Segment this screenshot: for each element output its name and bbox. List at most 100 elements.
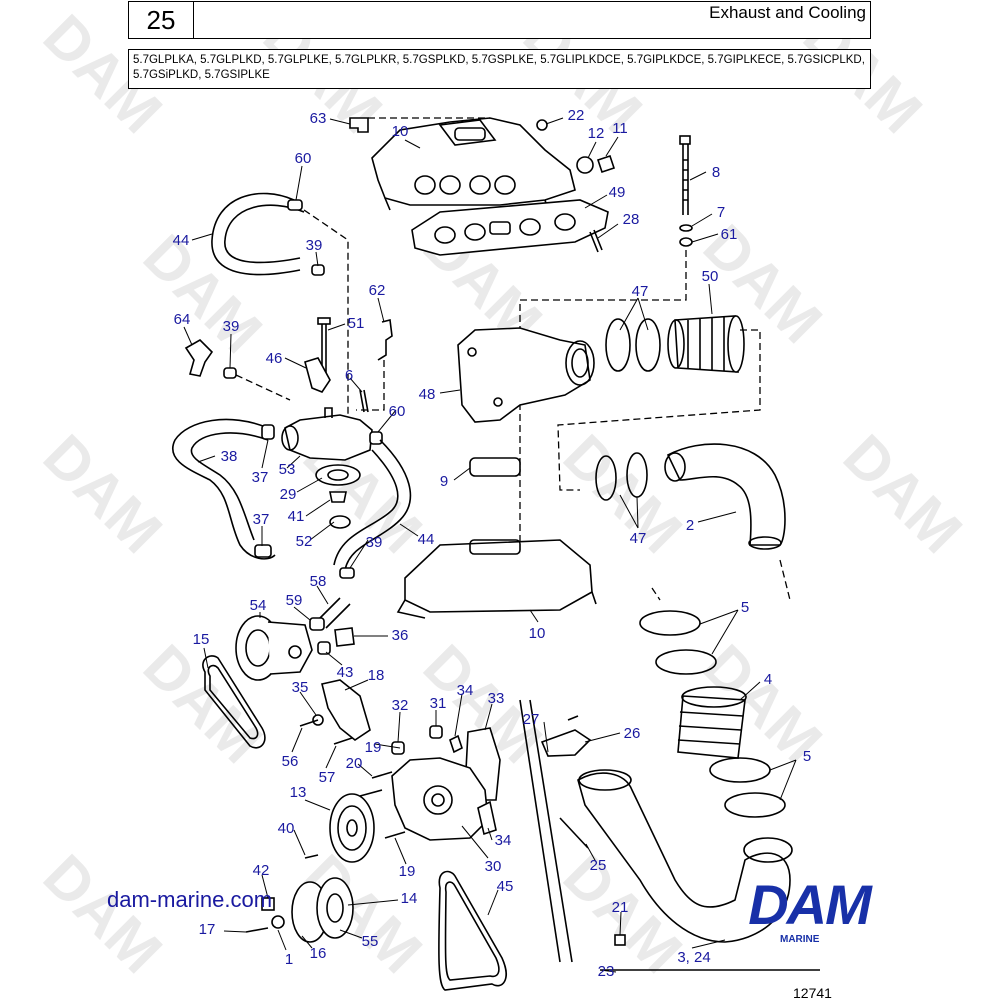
callout-2: 2 [686, 517, 694, 534]
figure-number: 12741 [793, 985, 832, 1001]
watermark-text: DAM [831, 422, 975, 566]
exhaust-manifold-lower [396, 539, 597, 619]
callout-49: 49 [609, 184, 626, 201]
callout-64: 64 [174, 311, 191, 328]
callout-38: 38 [221, 448, 238, 465]
washer-7 [679, 224, 693, 232]
o-ring-52 [329, 515, 351, 529]
callout-22: 22 [568, 107, 585, 124]
callout-51: 51 [348, 315, 365, 332]
watermark-text: DAM [31, 422, 175, 566]
thermostat-housing-53 [281, 407, 373, 461]
fitting-62 [377, 319, 393, 361]
callout-29: 29 [280, 486, 297, 503]
clamp-5-a [639, 610, 701, 636]
callout-48: 48 [419, 386, 436, 403]
dam-logo: DAM [748, 873, 872, 936]
callout-39: 39 [366, 534, 383, 551]
callout-20: 20 [346, 755, 363, 772]
hose-38 [172, 418, 276, 560]
callout-60: 60 [295, 150, 312, 167]
page-number: 25 [129, 2, 194, 38]
clamp-47-a [605, 318, 631, 372]
hose-44-upper [211, 192, 301, 276]
callout-53: 53 [279, 461, 296, 478]
leader-lines [183, 117, 797, 973]
callout-37: 37 [252, 469, 269, 486]
bracket-18 [321, 679, 371, 741]
callout-5: 5 [803, 748, 811, 765]
callout-25: 25 [590, 857, 607, 874]
callout-19: 19 [399, 863, 416, 880]
washer-16 [271, 915, 285, 929]
bolt-19-b [384, 831, 406, 839]
callout-31: 31 [430, 695, 447, 712]
callout-43: 43 [337, 664, 354, 681]
callout-9: 9 [440, 473, 448, 490]
callout-3-24: 3, 24 [677, 949, 710, 966]
site-url-link[interactable]: dam-marine.com [107, 887, 273, 912]
callout-16: 16 [310, 945, 327, 962]
clamp-39-lower [339, 567, 355, 579]
callout-10: 10 [392, 123, 409, 140]
callout-44: 44 [418, 531, 435, 548]
callout-58: 58 [310, 573, 327, 590]
model-list: 5.7GLPLKA, 5.7GLPLKD, 5.7GLPLKE, 5.7GLPL… [128, 49, 871, 89]
callout-14: 14 [401, 890, 418, 907]
callout-45: 45 [497, 878, 514, 895]
callout-12: 12 [588, 125, 605, 142]
gasket-49 [411, 199, 609, 256]
clamp-60-upper [287, 199, 303, 211]
callout-19: 19 [365, 739, 382, 756]
bracket-46 [304, 357, 331, 393]
bolt-40 [304, 854, 319, 859]
header-bar: 25 Exhaust and Cooling [128, 1, 871, 39]
clamp-47-b [635, 318, 661, 372]
exhaust-pipe-3-24 [577, 769, 793, 943]
callout-47: 47 [630, 530, 647, 547]
callout-46: 46 [266, 350, 283, 367]
hose-44-lower [344, 439, 412, 571]
exhaust-elbow-48 [457, 327, 595, 423]
callout-28: 28 [623, 211, 640, 228]
callout-15: 15 [193, 631, 210, 648]
screw-27 [567, 715, 579, 721]
fitting-64 [184, 339, 214, 377]
fitting-11 [596, 154, 616, 174]
bolt-56 [299, 719, 319, 727]
bolt-17 [245, 927, 269, 933]
watermark-text: DAM [551, 422, 695, 566]
callout-27: 27 [523, 711, 540, 728]
callout-8: 8 [712, 164, 720, 181]
callout-6: 6 [345, 367, 353, 384]
watermark-text: DAM [31, 842, 175, 986]
callout-61: 61 [721, 226, 738, 243]
pulley-13 [329, 793, 375, 863]
callout-17: 17 [199, 921, 216, 938]
gasket-34-upper [449, 734, 463, 754]
callout-44: 44 [173, 232, 190, 249]
clamp-39-mid [223, 367, 237, 379]
page-title: Exhaust and Cooling [709, 3, 866, 22]
callout-39: 39 [306, 237, 323, 254]
callout-26: 26 [624, 725, 641, 742]
callout-37: 37 [253, 511, 270, 528]
callout-1: 1 [285, 951, 293, 968]
callout-7: 7 [717, 204, 725, 221]
callout-40: 40 [278, 820, 295, 837]
callout-4: 4 [764, 671, 772, 688]
callout-50: 50 [702, 268, 719, 285]
belt-45 [438, 870, 507, 991]
bolt-25 [559, 817, 589, 849]
belt-15 [202, 655, 266, 749]
bolt-6 [359, 389, 369, 413]
callout-21: 21 [612, 899, 629, 916]
bolt-20 [371, 771, 393, 779]
exhaust-tube-2 [664, 443, 786, 550]
callout-62: 62 [369, 282, 386, 299]
dam-logo-subtitle: MARINE [780, 934, 820, 945]
callout-33: 33 [488, 690, 505, 707]
nut-22 [536, 119, 548, 131]
